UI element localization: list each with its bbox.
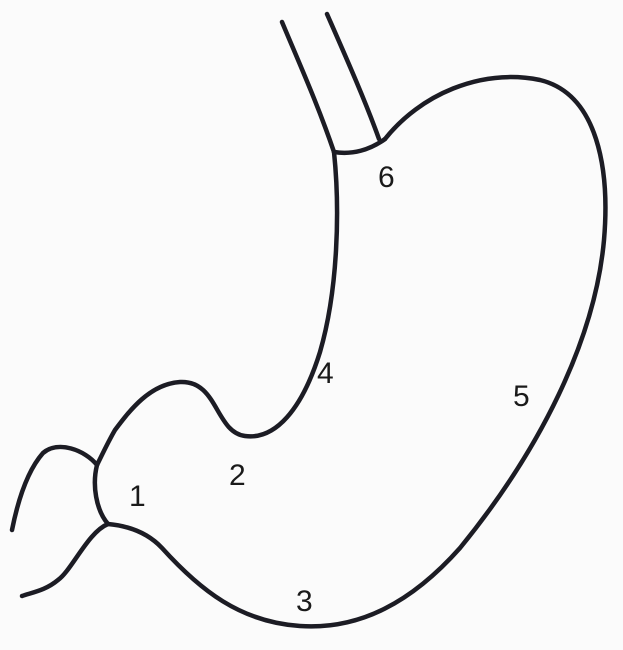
esophagus-left-wall <box>282 22 334 152</box>
label-5: 5 <box>513 380 530 413</box>
lesser-curvature <box>97 152 337 465</box>
label-4: 4 <box>317 357 334 390</box>
label-2: 2 <box>229 459 246 492</box>
esophagus-right-wall <box>327 14 379 139</box>
label-1: 1 <box>129 480 146 513</box>
cardia-line <box>334 139 385 153</box>
duodenum-upper-wall <box>12 447 97 530</box>
label-3: 3 <box>296 585 313 618</box>
duodenum-lower-wall <box>22 524 108 596</box>
pyloric-canal <box>95 465 108 524</box>
greater-curvature <box>108 77 605 626</box>
label-6: 6 <box>378 161 395 194</box>
